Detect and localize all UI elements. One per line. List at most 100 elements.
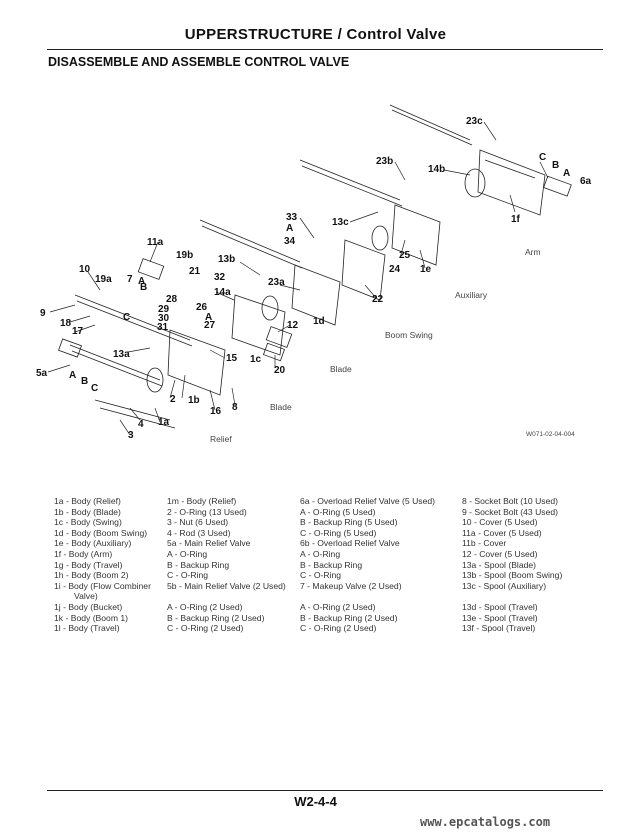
part-item: A - O-Ring (5 Used) [300, 506, 376, 517]
part-item: B - Backup Ring (2 Used) [167, 612, 265, 623]
part-item: 11b - Cover [462, 538, 507, 549]
callout: A [69, 370, 76, 381]
part-item: 8 - Socket Bolt (10 Used) [462, 496, 559, 506]
body-relief-section [167, 329, 226, 396]
callout: 29 [158, 304, 170, 315]
body-auxiliary-section [391, 204, 441, 266]
part-item: 2 - O-Ring (13 Used) [167, 506, 247, 517]
oring-arm [464, 168, 486, 198]
figure-caption-auxiliary: Auxiliary [455, 290, 488, 300]
part-item: A - O-Ring (2 Used) [167, 601, 243, 612]
part-item: 1j - Body (Bucket) [54, 601, 123, 612]
figure-caption-boom-swing: Boom Swing [385, 330, 433, 340]
page-number: W2-4-4 [294, 794, 337, 809]
callout: C [123, 312, 130, 323]
part-item: 1f - Body (Arm) [54, 548, 113, 559]
part-item: 9 - Socket Bolt (43 Used) [462, 506, 559, 517]
part-item: 1m - Body (Relief) [167, 496, 237, 506]
section-title: DISASSEMBLE AND ASSEMBLE CONTROL VALVE [48, 55, 350, 69]
callout: 18 [60, 318, 72, 329]
parts-column-1: 1a - Body (Relief) 1b - Body (Blade) 1c … [54, 496, 151, 634]
oring-swing [261, 295, 279, 321]
part-item: 6a - Overload Relief Valve (5 Used) [300, 496, 436, 506]
part-item: Valve) [74, 591, 98, 602]
part-item [462, 591, 562, 602]
callout: A [286, 223, 293, 234]
figure-caption-blade: Blade [270, 402, 292, 412]
callout: 32 [214, 272, 226, 283]
body-swing-section [291, 264, 341, 326]
part-item: 1d - Body (Boom Swing) [54, 527, 148, 538]
callout: B [140, 282, 147, 293]
figure-caption-relief: Relief [210, 434, 232, 444]
watermark-text: www.epcatalogs.com [420, 815, 551, 829]
part-item: B - Backup Ring (5 Used) [300, 517, 398, 528]
callout: 23a [268, 277, 285, 288]
spool-13a [69, 344, 163, 387]
header-rule [47, 49, 603, 50]
callout: 22 [372, 294, 384, 305]
callout: 8 [232, 402, 238, 413]
callout: 28 [166, 294, 178, 305]
part-item: 4 - Rod (3 Used) [167, 527, 231, 538]
part-item: 3 - Nut (6 Used) [167, 517, 229, 528]
exploded-view-drawing: 23c 14b C B A 6a 23b 1f 13c 33 A 34 25 1… [36, 104, 592, 444]
callout: 33 [286, 212, 298, 223]
part-item: 1h - Body (Boom 2) [54, 570, 129, 581]
rods-4 [94, 399, 176, 429]
callout: 13b [218, 254, 235, 265]
valve-6a [543, 175, 572, 197]
cover-11a [137, 258, 165, 280]
callout: 27 [204, 320, 216, 331]
part-item: 13c - Spool (Auxiliary) [462, 580, 547, 591]
part-item [167, 591, 286, 602]
part-item: C - O-Ring [300, 570, 342, 581]
callout: 4 [138, 419, 144, 430]
parts-column-4: 8 - Socket Bolt (10 Used) 9 - Socket Bol… [462, 496, 562, 634]
figure-caption-blade: Blade [330, 364, 352, 374]
part-item: 7 - Makeup Valve (2 Used) [300, 580, 402, 591]
callout: 30 [158, 313, 170, 324]
callout: 1e [420, 264, 432, 275]
callout: 34 [284, 236, 296, 247]
callout: 15 [226, 353, 238, 364]
callout: 17 [72, 326, 84, 337]
part-item: B - Backup Ring (2 Used) [300, 612, 398, 623]
footer-rule [47, 790, 603, 791]
part-item: 10 - Cover (5 Used) [462, 517, 538, 528]
callout: 6a [580, 176, 592, 187]
part-item: 1i - Body (Flow Combiner [54, 580, 151, 591]
oring-relief [146, 367, 164, 393]
part-item: 13e - Spool (Travel) [462, 612, 538, 623]
part-item: 1k - Body (Boom 1) [54, 612, 129, 623]
cover-20 [262, 342, 286, 362]
body-boom-swing-section [341, 239, 386, 301]
callout: A [205, 312, 212, 323]
body-blade-section [231, 294, 286, 356]
callout: 23c [466, 116, 483, 127]
part-item: 6b - Overload Relief Valve [300, 538, 400, 549]
spool-13b [199, 219, 303, 269]
spool-17 [74, 294, 193, 347]
callout: C [539, 152, 546, 163]
callout: C [91, 383, 98, 394]
callout: 25 [399, 250, 411, 261]
part-item: B - Backup Ring [167, 559, 230, 570]
part-item: 5a - Main Relief Valve [167, 538, 251, 549]
part-item: 11a - Cover (5 Used) [462, 527, 542, 538]
callout: 9 [40, 308, 46, 319]
callout: 10 [79, 264, 91, 275]
callout: 12 [287, 320, 299, 331]
callout: 14b [428, 164, 445, 175]
part-item: A - O-Ring (2 Used) [300, 601, 376, 612]
parts-column-3: 6a - Overload Relief Valve (5 Used) A - … [300, 496, 435, 634]
callout: 20 [274, 365, 286, 376]
part-item: 5b - Main Relief Valve (2 Used) [167, 580, 286, 591]
callout: 13c [332, 217, 349, 228]
callout: 1c [250, 354, 262, 365]
part-item: 1c - Body (Swing) [54, 517, 122, 528]
part-item: C - O-Ring (2 Used) [167, 623, 244, 634]
callout: 23b [376, 156, 393, 167]
callout: 16 [210, 406, 222, 417]
callout: 1b [188, 395, 200, 406]
